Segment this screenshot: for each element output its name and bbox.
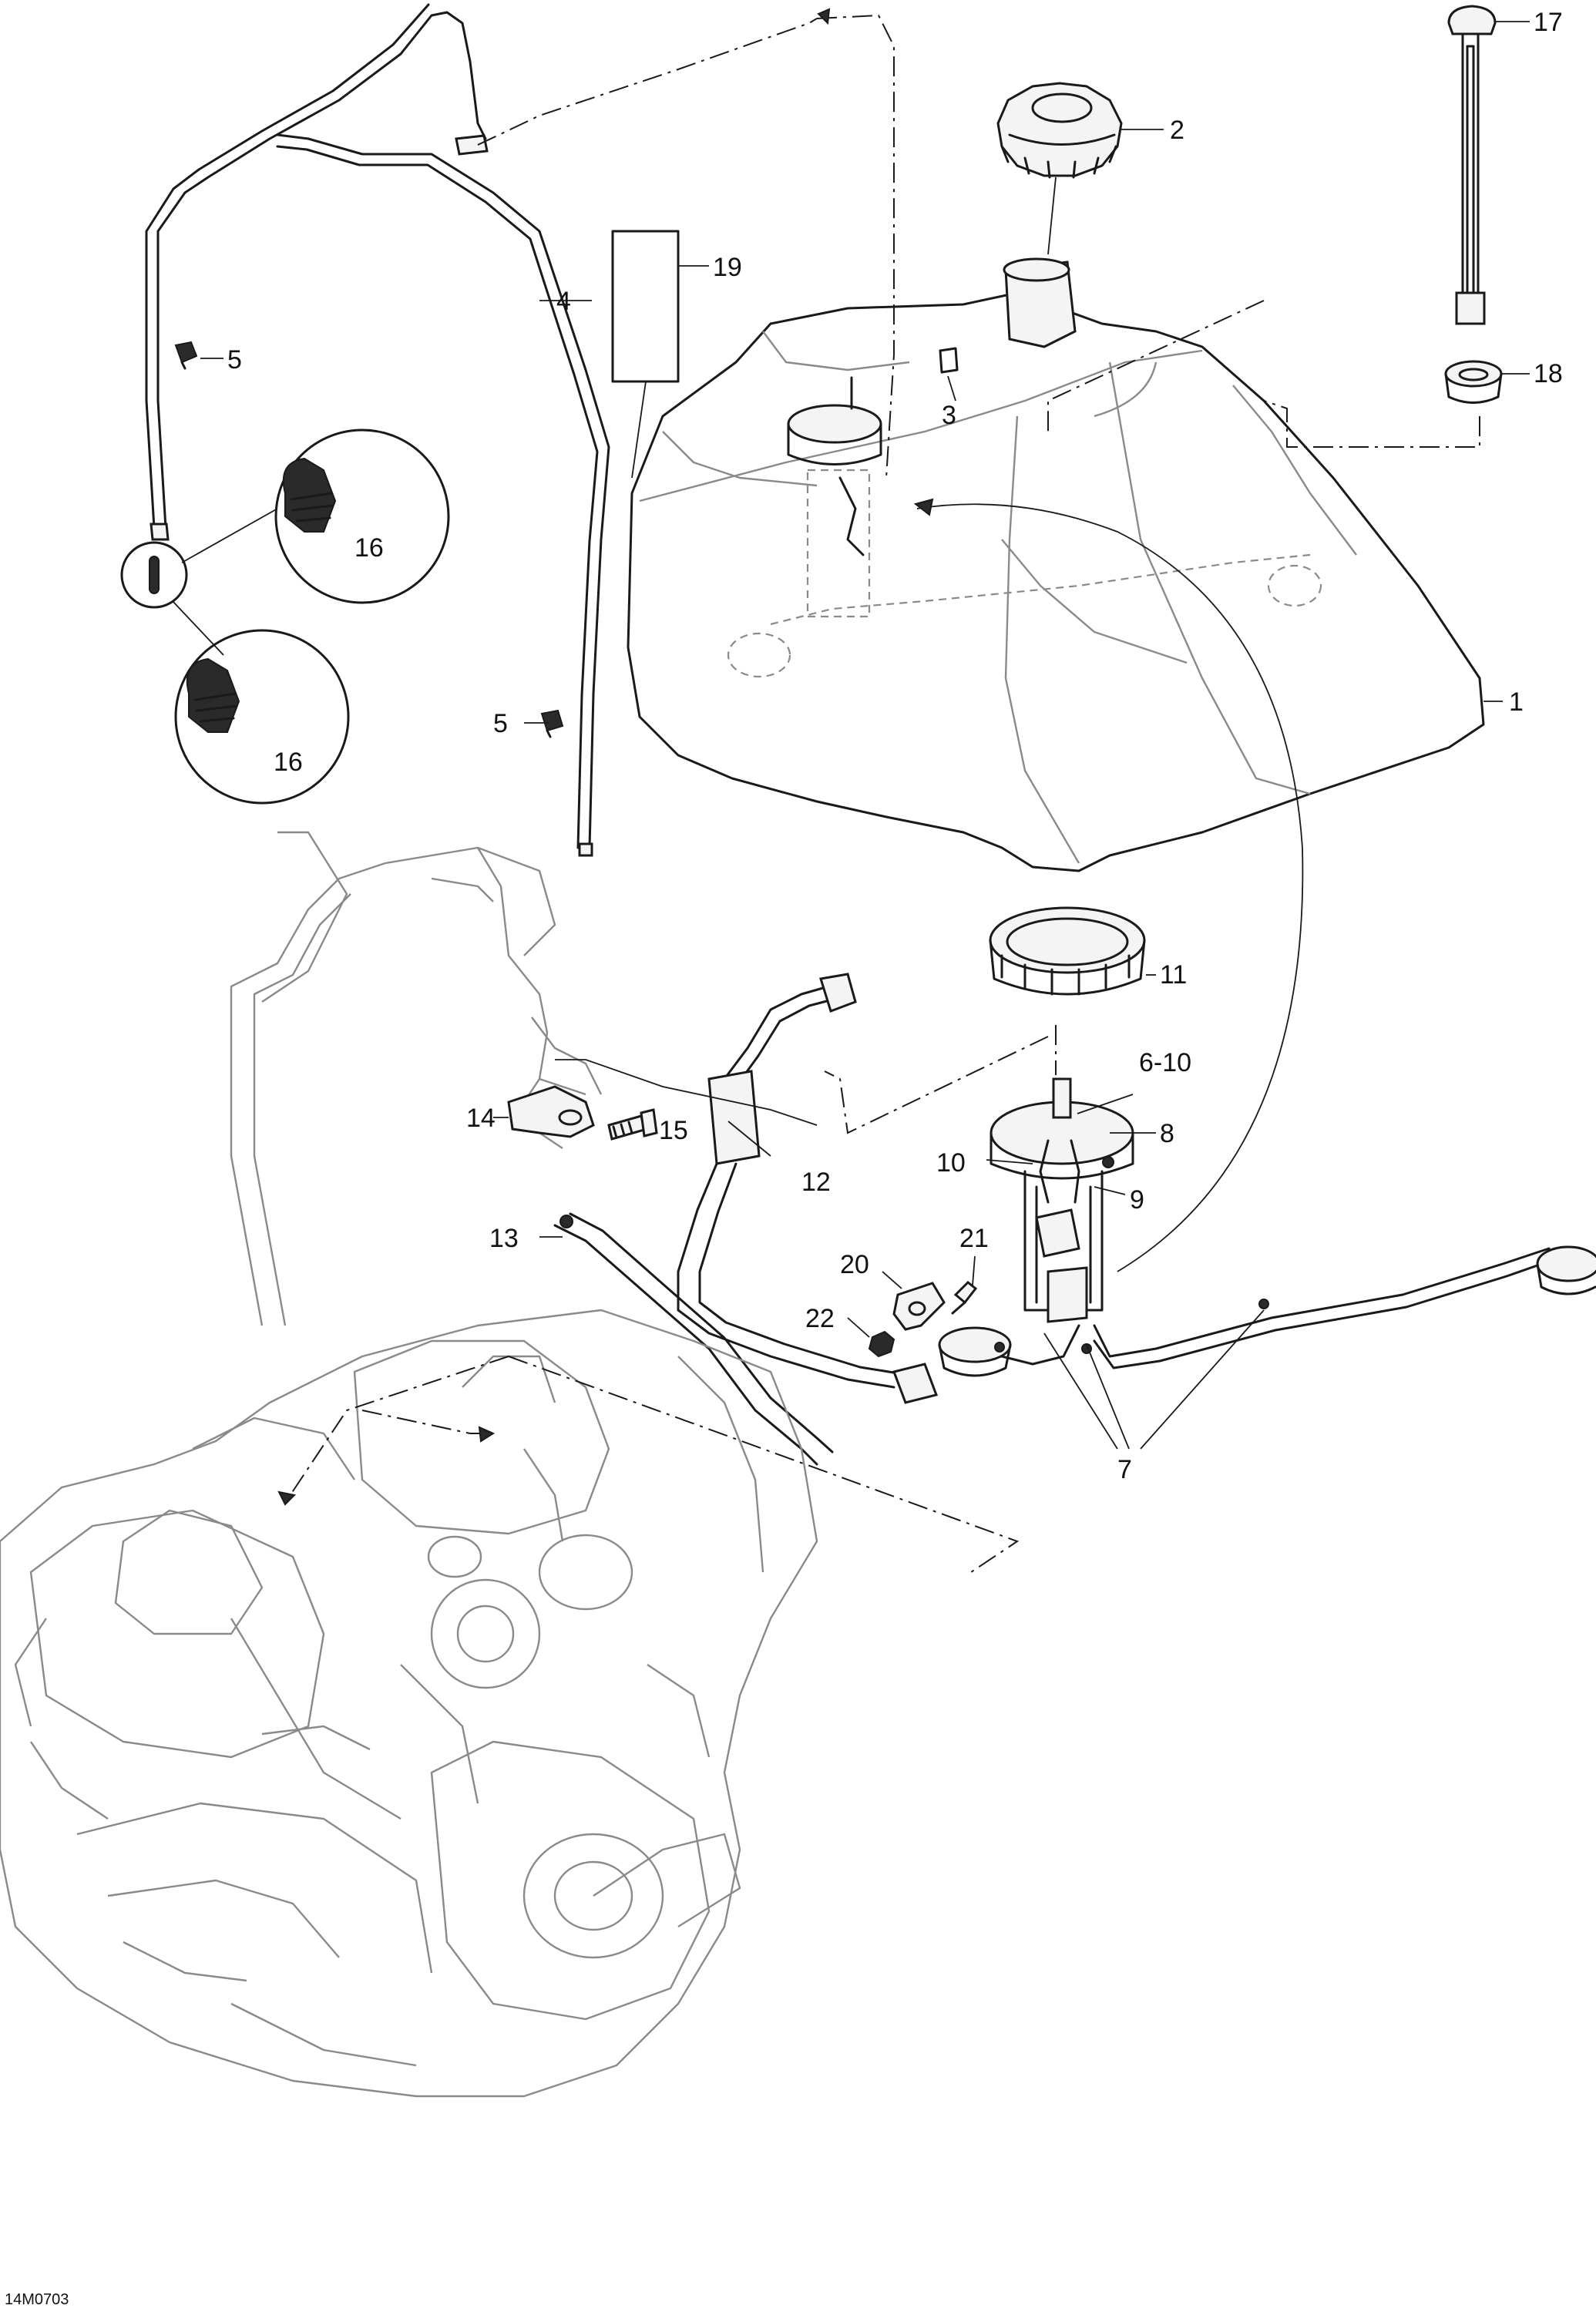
fuel-return-hose xyxy=(553,1212,834,1466)
callout-5-upper: 5 xyxy=(227,345,242,375)
callout-2: 2 xyxy=(1170,116,1184,145)
callout-5-lower: 5 xyxy=(493,709,508,738)
callout-15: 15 xyxy=(659,1116,688,1145)
pump-lock-ring xyxy=(989,906,1156,996)
hose-clip-upper xyxy=(174,341,198,370)
bracket-screw xyxy=(607,1108,658,1141)
callout-6-10: 6-10 xyxy=(1139,1048,1191,1077)
callout-10: 10 xyxy=(936,1148,966,1178)
vehicle-frame xyxy=(230,831,603,1326)
filter-bracket xyxy=(507,1085,595,1138)
vent-hose xyxy=(145,3,610,857)
callout-4: 4 xyxy=(556,287,571,316)
callout-9: 9 xyxy=(1130,1185,1144,1215)
callout-21: 21 xyxy=(959,1224,989,1253)
callout-18: 18 xyxy=(1534,359,1563,388)
callout-11: 11 xyxy=(1160,960,1187,990)
figure-reference: 14M0703 xyxy=(5,2291,69,2308)
fuel-cap xyxy=(996,82,1123,179)
fuel-outlet-hose xyxy=(677,973,938,1404)
callout-20: 20 xyxy=(840,1250,869,1279)
callout-16-upper: 16 xyxy=(354,533,384,563)
callout-13: 13 xyxy=(489,1224,519,1253)
pump-hose-clamp xyxy=(892,1282,946,1331)
callout-16-lower: 16 xyxy=(274,748,303,777)
callout-7: 7 xyxy=(1117,1455,1132,1484)
clamp-screw xyxy=(951,1280,978,1315)
spring-clamp-detail xyxy=(120,428,450,805)
callout-leaders xyxy=(200,129,1503,1450)
callout-17: 17 xyxy=(1534,8,1563,37)
callout-8: 8 xyxy=(1160,1119,1174,1148)
engine-assembly xyxy=(0,1309,818,2098)
fuel-level-sender xyxy=(1447,5,1530,325)
fuel-pump-module xyxy=(938,1077,1596,1377)
callout-3: 3 xyxy=(942,401,956,430)
assembly-centerlines xyxy=(277,8,1480,1573)
hose-clip-lower xyxy=(540,709,564,738)
callout-1: 1 xyxy=(1509,687,1524,717)
callout-12: 12 xyxy=(801,1168,831,1197)
callout-labels: 1 2 3 4 5 5 6-10 7 8 9 10 11 12 13 14 15… xyxy=(5,8,1563,2308)
callout-22: 22 xyxy=(805,1304,835,1333)
fuel-tank xyxy=(627,257,1485,872)
callout-19: 19 xyxy=(713,253,742,282)
callout-14: 14 xyxy=(466,1104,496,1133)
clamp-nut xyxy=(868,1330,895,1358)
label-decal xyxy=(611,230,680,479)
sender-grommet xyxy=(1444,360,1530,404)
